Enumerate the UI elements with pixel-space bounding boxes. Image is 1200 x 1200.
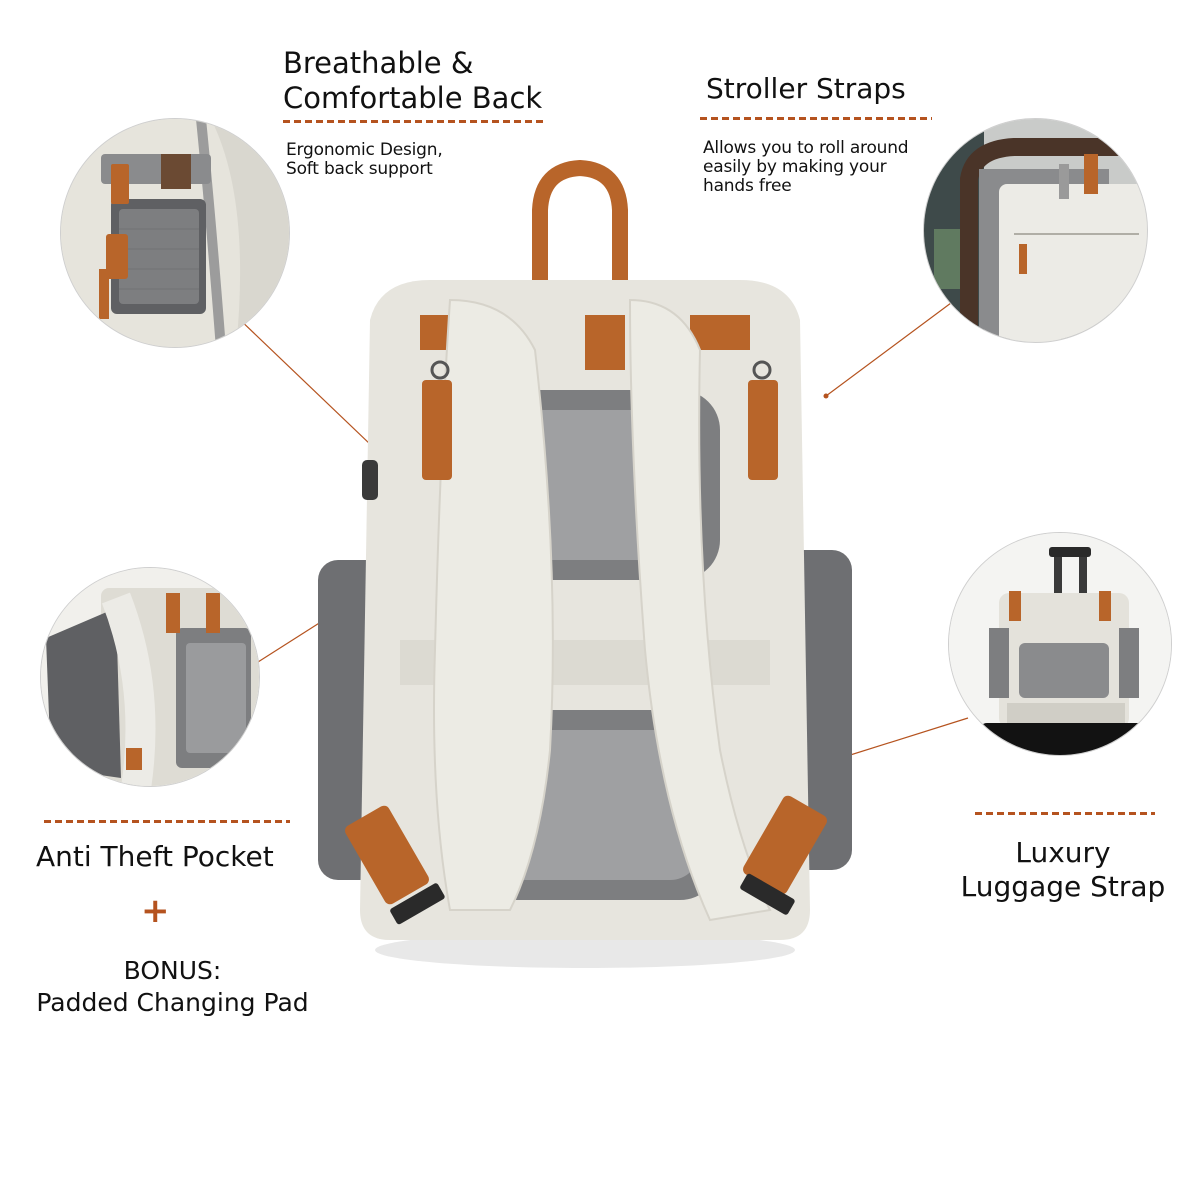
bonus-line-2: Padded Changing Pad <box>36 988 309 1017</box>
usb-port <box>362 460 378 500</box>
back-desc-line-1: Ergonomic Design, <box>286 140 443 160</box>
bonus-line-1: BONUS: <box>123 956 222 985</box>
pocket-feature-title: Anti Theft Pocket <box>36 840 274 873</box>
back-feature-title: Breathable & Comfortable Back <box>283 46 542 116</box>
back-closeup-image <box>61 119 289 347</box>
stroller-feature-description: Allows you to roll around easily by maki… <box>703 138 909 196</box>
bonus-text: BONUS: Padded Changing Pad <box>0 955 345 1019</box>
detail-circle-stroller <box>923 118 1148 343</box>
back-feature-description: Ergonomic Design, Soft back support <box>286 141 443 179</box>
pocket-closeup-image <box>41 568 259 786</box>
detail-circle-luggage <box>948 532 1172 756</box>
detail-circle-pocket <box>40 567 260 787</box>
plus-sign: + <box>141 891 170 931</box>
connector-stroller <box>825 299 956 397</box>
back-title-line-1: Breathable & <box>283 46 474 80</box>
luggage-feature-title: Luxury Luggage Strap <box>950 836 1176 904</box>
top-handle <box>532 160 628 300</box>
luggage-divider <box>975 812 1155 815</box>
pocket-divider <box>44 820 290 823</box>
luggage-closeup-image <box>949 533 1171 755</box>
back-divider <box>283 120 545 123</box>
stroller-desc-line-3: hands free <box>703 176 792 196</box>
stroller-desc-line-1: Allows you to roll around <box>703 138 909 158</box>
stroller-divider <box>700 117 932 120</box>
stroller-closeup-image <box>924 119 1147 342</box>
back-title-line-2: Comfortable Back <box>283 81 543 115</box>
left-shoulder-strap <box>433 298 554 911</box>
luggage-title-line-2: Luggage Strap <box>960 870 1166 903</box>
back-desc-line-2: Soft back support <box>286 159 433 179</box>
luggage-title-line-1: Luxury <box>1015 836 1111 869</box>
backpack-product-image <box>318 160 852 968</box>
detail-circle-back <box>60 118 290 348</box>
stroller-feature-title: Stroller Straps <box>706 72 906 105</box>
stroller-desc-line-2: easily by making your <box>703 157 887 177</box>
